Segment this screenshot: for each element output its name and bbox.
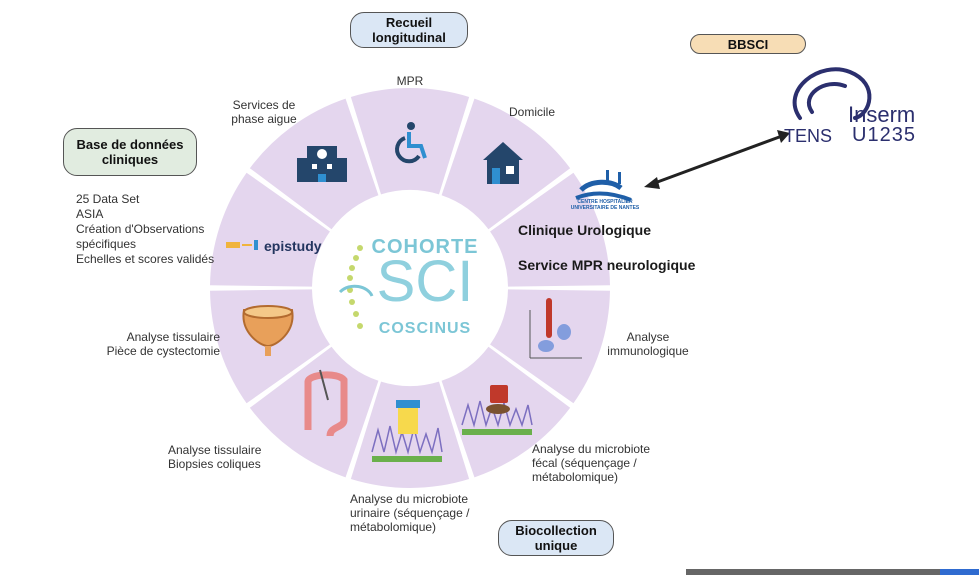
bladder-icon	[242, 305, 294, 356]
badge-recueil-longitudinal: Recueil longitudinal	[350, 12, 468, 48]
service-mpr-neurologique: Service MPR neurologique	[518, 257, 696, 273]
badge-bbsci: BBSCI	[690, 34, 806, 54]
tens-label: TENS	[784, 126, 833, 146]
epistudy-mark	[226, 240, 258, 250]
label-cystectomie: Analyse tissulaire Pièce de cystectomie	[106, 330, 220, 358]
house-icon	[483, 142, 523, 184]
wheel-center-circle	[316, 194, 504, 382]
bottom-bar	[686, 569, 979, 575]
center-cohorte: COHORTE	[371, 236, 479, 258]
bottom-bar-accent	[940, 569, 979, 575]
badge-biocollection: Biocollection unique	[498, 520, 614, 556]
clinical-data-item: spécifiques	[76, 237, 137, 251]
inserm-unit: U1235	[852, 124, 916, 146]
label-microbiote-urinaire: Analyse du microbiote urinaire (séquença…	[350, 492, 470, 534]
flow-cytometry-icon	[529, 298, 582, 359]
chu-logo-text: CENTRE HOSPITALIER UNIVERSITAIRE DE NANT…	[570, 199, 640, 211]
label-mpr: MPR	[396, 74, 424, 88]
badge-base-donnees: Base de données cliniques	[63, 128, 197, 176]
epistudy-logo-text: epistudy	[264, 238, 322, 254]
label-immunologique: Analyse immunologique	[607, 330, 689, 358]
clinique-urologique: Clinique Urologique	[518, 222, 651, 238]
clinical-data-item: ASIA	[76, 207, 104, 221]
label-domicile: Domicile	[509, 105, 556, 119]
label-microbiote-fecal: Analyse du microbiote fécal (séquençage …	[532, 442, 651, 484]
inserm-logo	[792, 67, 872, 120]
center-sci: SCI	[376, 249, 474, 314]
center-coscinus: COSCINUS	[378, 320, 472, 337]
segment-epistudy	[210, 172, 330, 287]
fecal-sequencing-icon	[461, 385, 533, 435]
label-biopsies: Analyse tissulaire Biopsies coliques	[168, 443, 262, 471]
clinical-data-item: 25 Data Set	[76, 192, 140, 206]
segment-chu	[490, 172, 610, 287]
urinary-sequencing-icon	[371, 400, 443, 462]
center-spine-decoration	[338, 245, 374, 329]
chu-nantes-logo	[575, 170, 632, 202]
label-services: Services de phase aigue	[231, 98, 297, 126]
link-arrow	[644, 130, 790, 189]
hospital-icon	[297, 146, 347, 182]
colon-icon	[304, 369, 348, 437]
inserm-name: Inserm	[848, 102, 916, 127]
clinical-data-item: Echelles et scores validés	[76, 252, 215, 266]
clinical-data-list: 25 Data Set ASIA Création d'Observations…	[76, 192, 214, 267]
wheelchair-icon	[395, 122, 427, 164]
clinical-data-item: Création d'Observations	[76, 222, 205, 236]
